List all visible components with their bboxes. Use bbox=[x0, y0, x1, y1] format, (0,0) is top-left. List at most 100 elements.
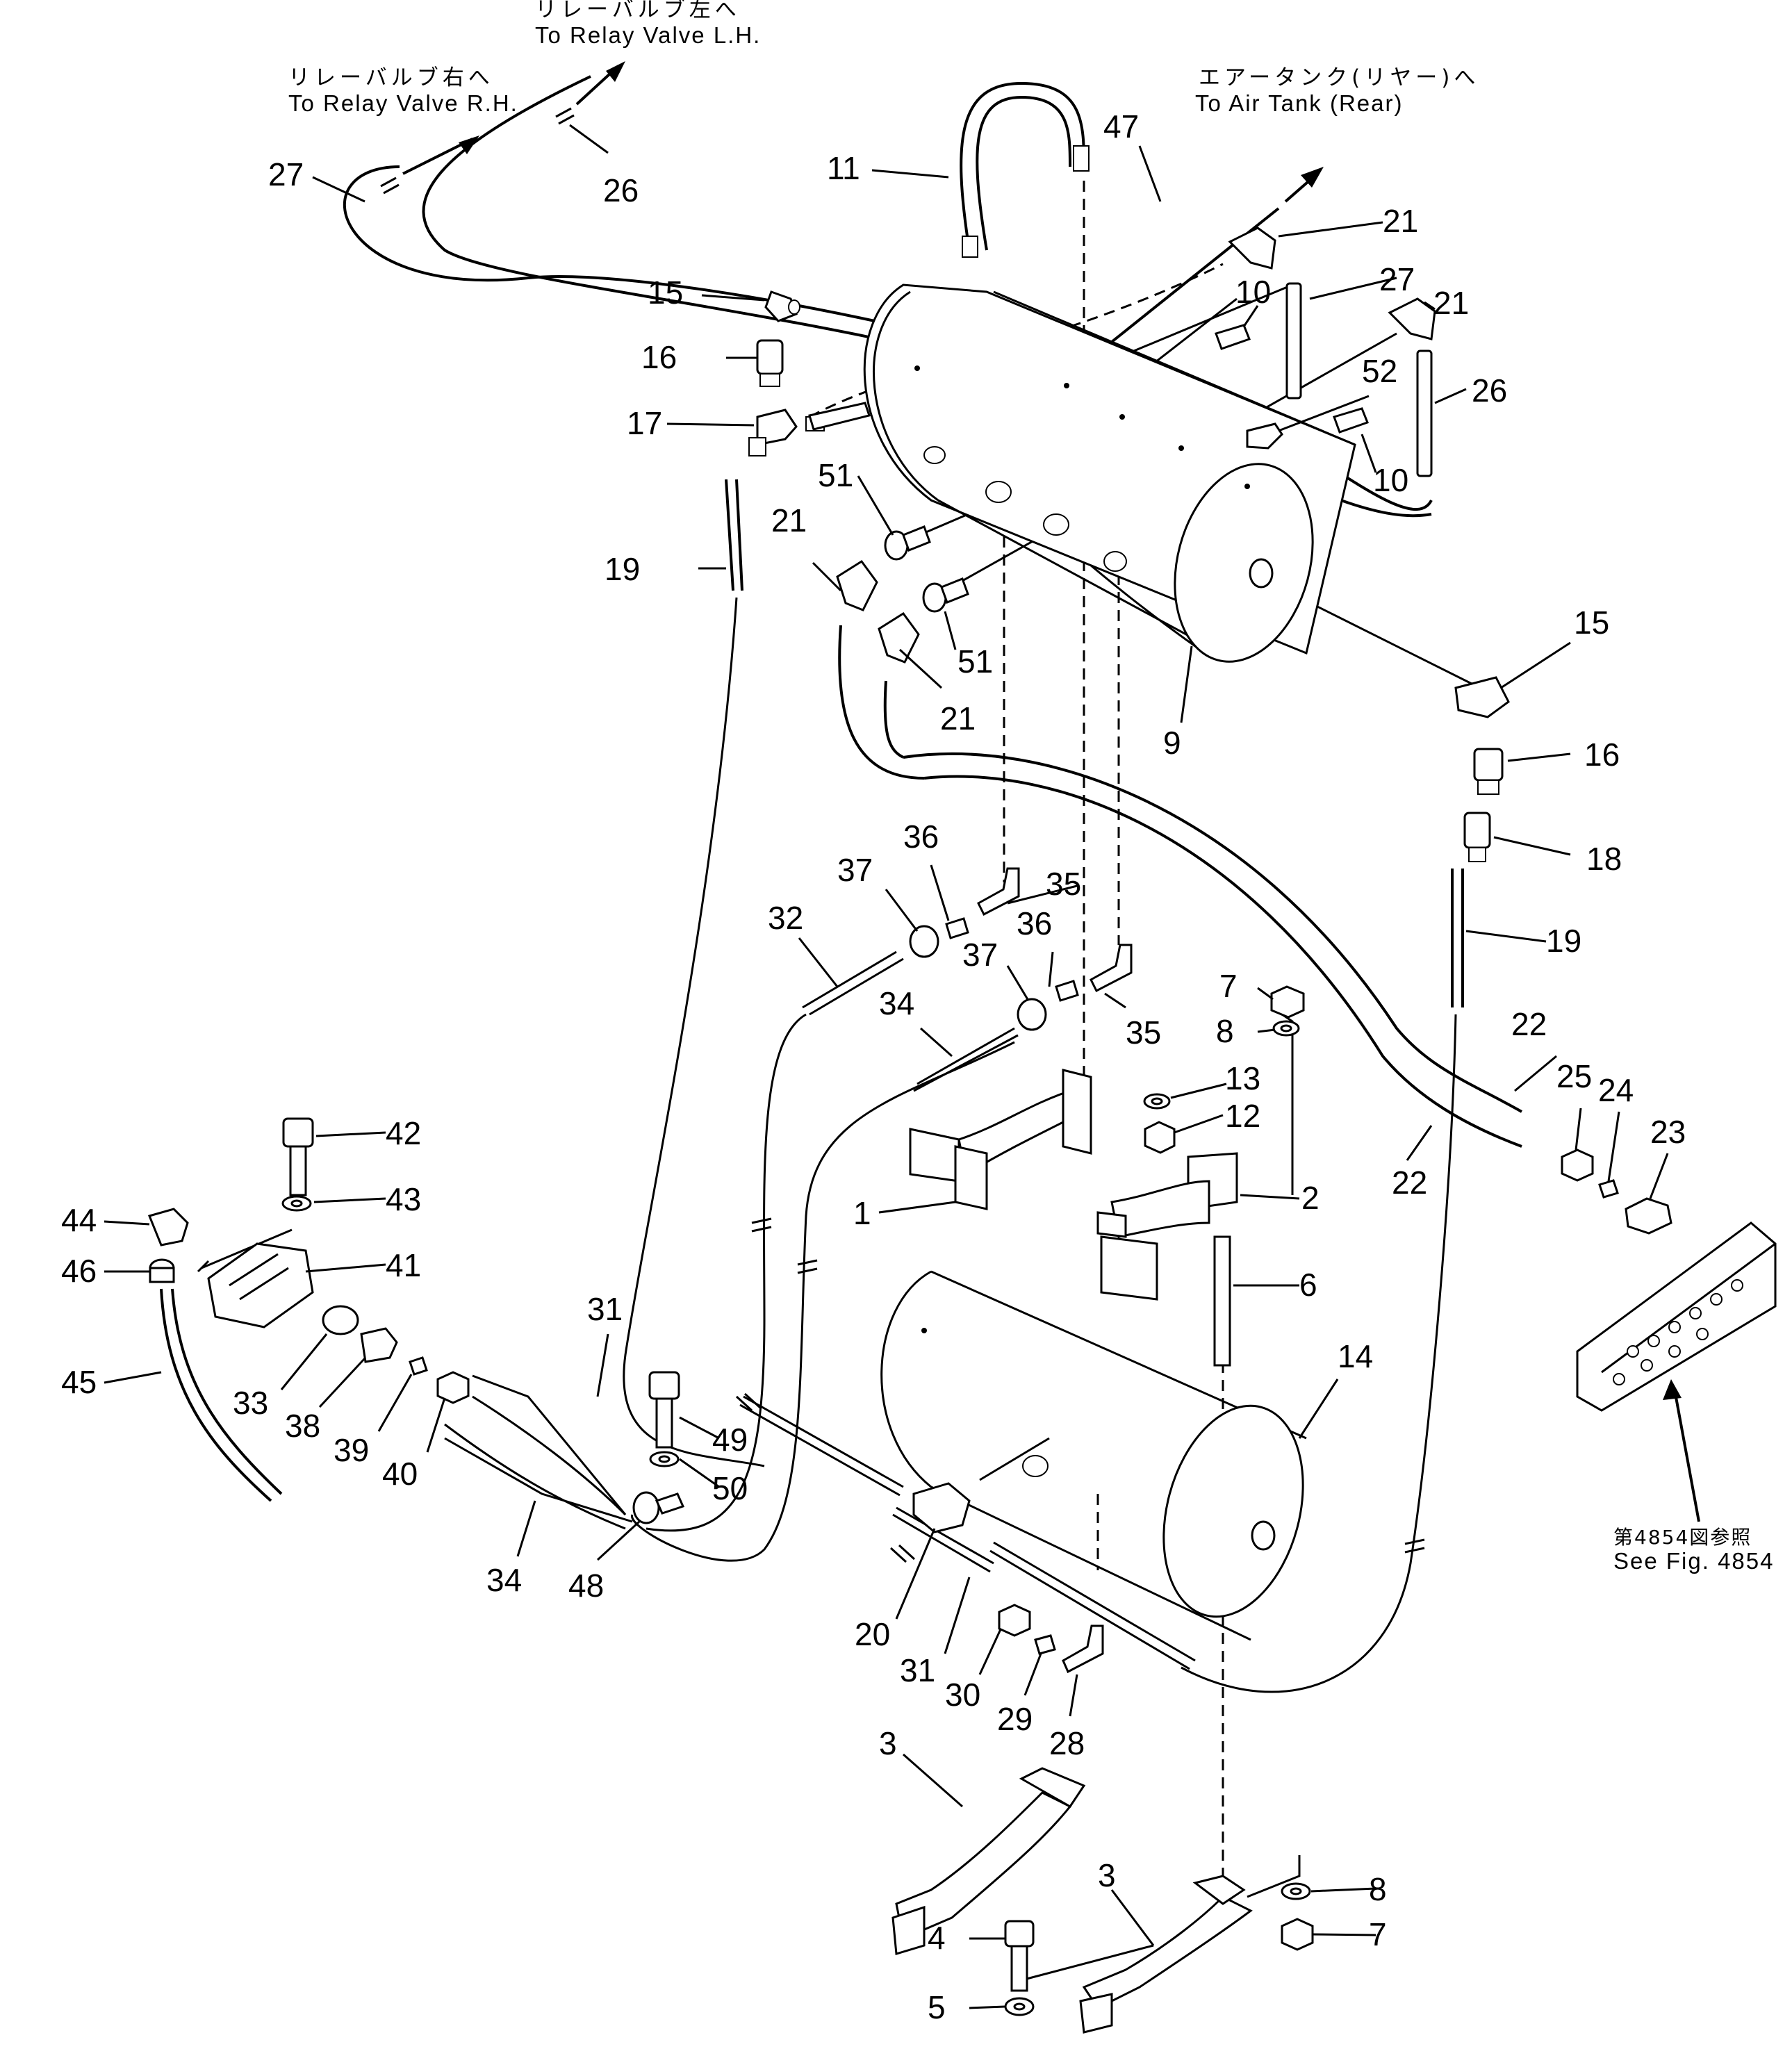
connector-44 bbox=[147, 1208, 189, 1246]
callout-35-b: 35 bbox=[1126, 1014, 1161, 1051]
callout-numbers: 27 26 11 47 21 10 27 21 15 16 52 26 17 1… bbox=[61, 108, 1686, 2025]
callout-27-b: 27 bbox=[1379, 261, 1415, 297]
plug-36-b bbox=[1055, 980, 1079, 1002]
note-see-fig-en: See Fig. 4854 bbox=[1613, 1548, 1774, 1574]
valve-41 bbox=[207, 1242, 314, 1328]
hose-19-left bbox=[725, 479, 734, 591]
sleeve-24 bbox=[1598, 1179, 1619, 1199]
fitting-51-b bbox=[922, 577, 969, 613]
callout-1: 1 bbox=[853, 1195, 871, 1231]
nut-12 bbox=[1144, 1121, 1176, 1154]
plug-39 bbox=[409, 1356, 428, 1376]
elbow-21-c bbox=[836, 559, 878, 611]
hose-22-upper bbox=[903, 752, 1522, 1113]
plug-36-a bbox=[945, 917, 969, 939]
callout-9: 9 bbox=[1163, 725, 1181, 761]
callout-21-b: 21 bbox=[1433, 285, 1469, 321]
washer-50 bbox=[649, 1451, 680, 1467]
line-32 bbox=[809, 957, 904, 1016]
air-tank-upper-9 bbox=[863, 283, 1356, 663]
note-see-figure: 第4854図参照 See Fig. 4854 bbox=[1613, 1526, 1774, 1574]
callout-12: 12 bbox=[1225, 1098, 1260, 1134]
callout-20: 20 bbox=[855, 1616, 890, 1652]
arrow-line-see-fig bbox=[1673, 1389, 1700, 1522]
manifold-block bbox=[1576, 1221, 1777, 1412]
bracket-3-lower bbox=[1079, 1875, 1253, 2034]
callout-19-a: 19 bbox=[605, 551, 640, 587]
elbow-21-d bbox=[878, 611, 920, 664]
callout-45: 45 bbox=[61, 1364, 97, 1400]
callout-38: 38 bbox=[285, 1408, 320, 1444]
callout-14: 14 bbox=[1338, 1338, 1373, 1374]
callout-43: 43 bbox=[386, 1181, 421, 1217]
tube-17-link bbox=[808, 402, 871, 431]
fittings bbox=[147, 145, 1777, 2034]
washer-13 bbox=[1143, 1093, 1171, 1110]
note-relay-lh-jp: リレーバルブ左へ bbox=[535, 0, 741, 22]
plug-29 bbox=[1034, 1634, 1056, 1655]
callout-21-a: 21 bbox=[1383, 203, 1418, 239]
callout-leaders bbox=[104, 124, 1669, 2009]
tube-27-short bbox=[1285, 282, 1302, 400]
washer-5 bbox=[1004, 1997, 1035, 2016]
callout-8-lower: 8 bbox=[1369, 1871, 1387, 1907]
callout-10-a: 10 bbox=[1235, 274, 1271, 310]
callout-15-a: 15 bbox=[648, 274, 683, 311]
callout-29: 29 bbox=[997, 1701, 1033, 1737]
callout-26-a: 26 bbox=[603, 172, 639, 208]
bolt-42 bbox=[282, 1117, 314, 1196]
nut-7-lower bbox=[1281, 1918, 1314, 1951]
note-air-tank-rear: エアータンク(リヤー)へ To Air Tank (Rear) bbox=[1195, 65, 1475, 116]
callout-22-a: 22 bbox=[1511, 1006, 1547, 1042]
note-relay-valve-lh: リレーバルブ左へ To Relay Valve L.H. bbox=[535, 0, 761, 48]
callout-21-c: 21 bbox=[771, 502, 807, 538]
line-31-lower bbox=[896, 1506, 994, 1565]
callout-7-lower: 7 bbox=[1369, 1916, 1387, 1952]
callout-50: 50 bbox=[712, 1470, 748, 1506]
callout-5: 5 bbox=[928, 1989, 946, 2025]
tube-26-short bbox=[1416, 349, 1433, 477]
callout-24: 24 bbox=[1598, 1072, 1634, 1108]
callout-4: 4 bbox=[928, 1920, 946, 1956]
callout-32: 32 bbox=[768, 900, 803, 936]
washer-8-upper bbox=[1272, 1020, 1300, 1037]
callout-30: 30 bbox=[945, 1677, 980, 1713]
note-relay-lh-en: To Relay Valve L.H. bbox=[535, 22, 761, 48]
nut-40 bbox=[436, 1371, 470, 1404]
callout-40: 40 bbox=[382, 1456, 418, 1492]
callout-36-b: 36 bbox=[1017, 905, 1052, 941]
callout-31-a: 31 bbox=[587, 1291, 623, 1327]
nut-7-upper bbox=[1270, 985, 1305, 1019]
arrow-head-relay-lh bbox=[606, 61, 625, 82]
stud-6 bbox=[1213, 1235, 1231, 1367]
air-tank-lower-14 bbox=[880, 1270, 1307, 1641]
note-air-tank-en: To Air Tank (Rear) bbox=[1195, 90, 1403, 116]
fitting-16-right bbox=[1473, 748, 1504, 795]
connector-23 bbox=[1625, 1197, 1672, 1235]
callout-51-b: 51 bbox=[957, 643, 993, 680]
note-relay-rh-en: To Relay Valve R.H. bbox=[288, 90, 518, 116]
elbow-21-b bbox=[1388, 297, 1436, 340]
callout-33: 33 bbox=[233, 1385, 268, 1421]
callout-3-lower: 3 bbox=[1098, 1857, 1116, 1893]
nut-25 bbox=[1561, 1149, 1594, 1182]
callout-47: 47 bbox=[1103, 108, 1139, 145]
callout-42: 42 bbox=[386, 1115, 421, 1151]
callout-18: 18 bbox=[1586, 841, 1622, 877]
fitting-51-a bbox=[884, 525, 931, 561]
callout-34-a: 34 bbox=[879, 985, 914, 1021]
callout-48: 48 bbox=[568, 1567, 604, 1604]
tee-20 bbox=[912, 1482, 971, 1533]
bracket-2 bbox=[1096, 1152, 1238, 1301]
callout-3-upper: 3 bbox=[879, 1725, 897, 1761]
callout-26-b: 26 bbox=[1472, 372, 1507, 409]
washer-43 bbox=[281, 1195, 312, 1212]
nut-37-b bbox=[1017, 998, 1047, 1031]
callout-35-a: 35 bbox=[1046, 866, 1081, 902]
callout-16-b: 16 bbox=[1584, 737, 1620, 773]
callout-13: 13 bbox=[1225, 1060, 1260, 1096]
callout-52: 52 bbox=[1362, 353, 1397, 389]
fitting-38 bbox=[360, 1327, 398, 1363]
bracket-1 bbox=[909, 1069, 1092, 1210]
callout-51-a: 51 bbox=[818, 457, 853, 493]
